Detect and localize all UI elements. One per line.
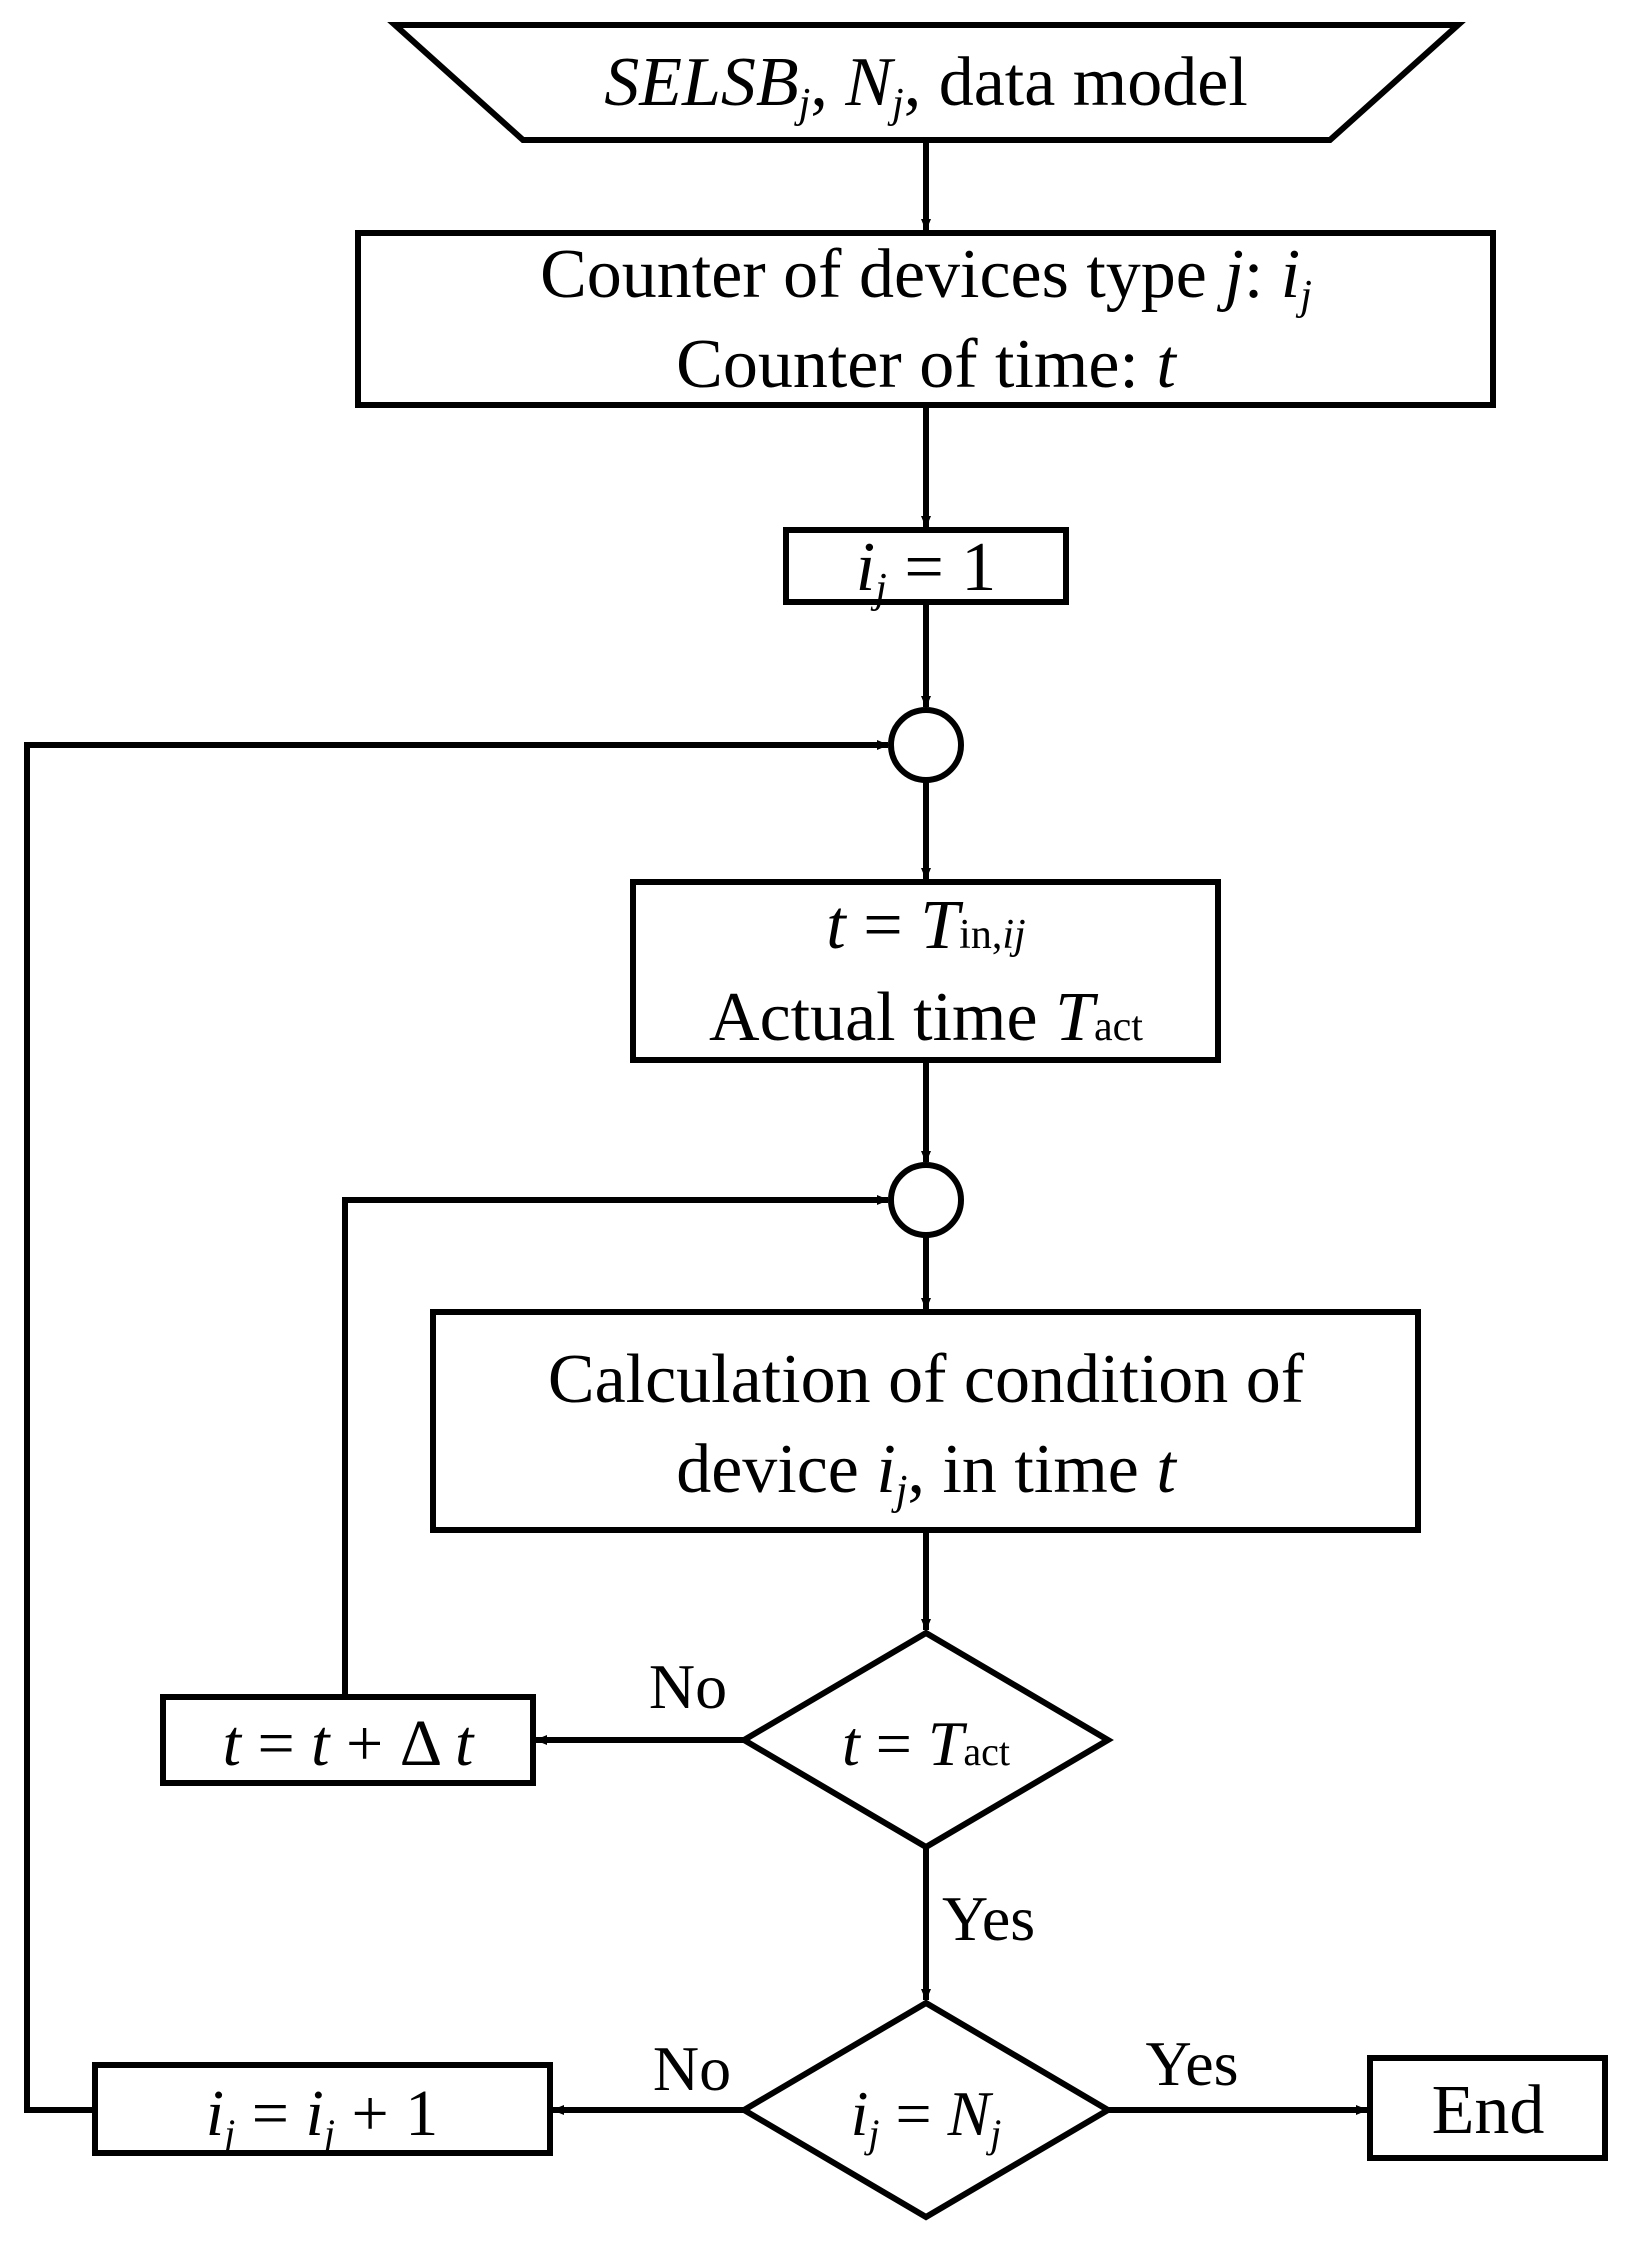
end-label: End	[1432, 2072, 1545, 2149]
time-init-line1: t = Tin,ij	[826, 887, 1025, 964]
time-step-box	[160, 1694, 536, 1786]
counters-box	[355, 230, 1496, 408]
calculation-line1: Calculation of condition of	[548, 1341, 1305, 1418]
time-decision-label: t = Tact	[842, 1708, 1010, 1779]
time-init-box	[630, 879, 1221, 1063]
counters-line2: Counter of time: t	[676, 326, 1177, 403]
time-init-line2: Actual time Tact	[709, 979, 1143, 1056]
time-decision-no-label: No	[649, 1651, 727, 1722]
input-label: SELSBj, Nj, data model	[604, 44, 1248, 127]
device-decision-yes-label: Yes	[1145, 2028, 1238, 2099]
time-decision-yes-label: Yes	[942, 1883, 1035, 1954]
end-box	[1367, 2055, 1608, 2161]
input-trapezoid	[387, 22, 1466, 143]
device-step-box	[92, 2062, 553, 2156]
device-decision-no-label: No	[653, 2033, 731, 2104]
device-decision-diamond	[738, 1999, 1114, 2221]
arrow-time-step-loop-back	[342, 1195, 889, 1697]
loop-junction-inner	[888, 1162, 964, 1238]
arrow-device-step-loop-back	[24, 740, 889, 2113]
device-decision-label: ij = Nj	[851, 2078, 1002, 2156]
loop-junction-outer	[888, 707, 964, 783]
calculation-box	[430, 1309, 1421, 1533]
init-label: ij = 1	[856, 529, 997, 612]
counters-line1: Counter of devices type j: ij	[540, 236, 1312, 319]
time-step-label: t = t + Δ t	[223, 1707, 475, 1780]
calculation-line2: device ij, in time t	[676, 1431, 1177, 1514]
device-step-label: ij = ij + 1	[206, 2077, 438, 2156]
